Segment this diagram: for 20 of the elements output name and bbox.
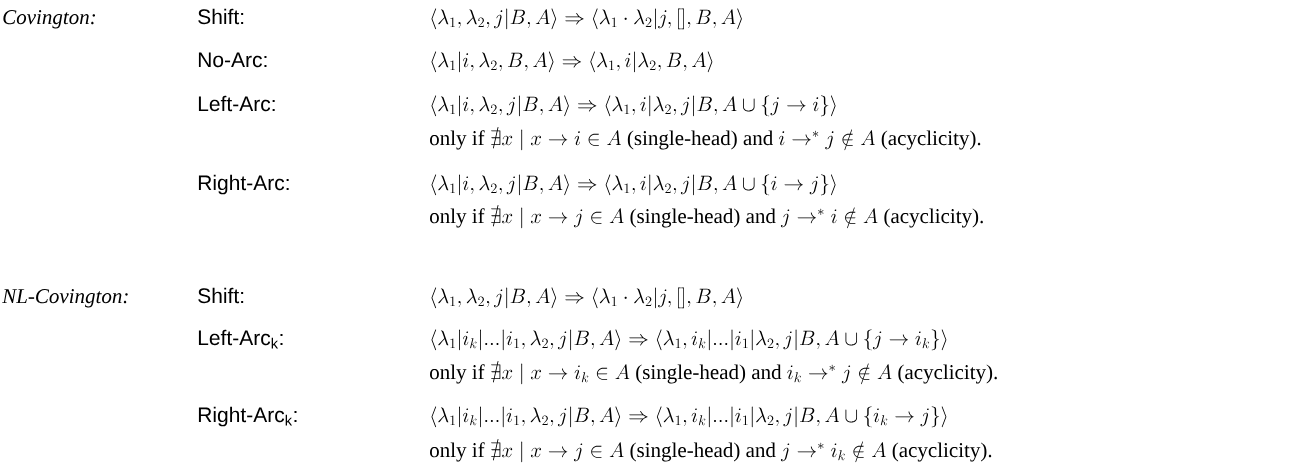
transition-name: Right-Arc$_{k}$:	[198, 406, 297, 427]
transition-formula: $\langle \lambda_1, \lambda_2, j|B, A\rangle \Rightarrow \langle \lambda_1 \cdot \lambda_2|j, [], B, A\rangle$	[431, 287, 742, 309]
transition-formula: $\langle \lambda_1|i_k|...|i_1, \lambda_2, j|B, A\rangle \Rightarrow \langle \lambda_1, i_k|...|i_1|\lambda_2, j|B, A \cup \{i_k \rightarrow j\}\rangle$	[431, 406, 947, 428]
condition-text: $\text{only if } \nexists x \mid x \rightarrow j \in A \text{ (single-head) and } j \rightarrow^* i \notin A \text{ (acyclicity).}$	[430, 204, 983, 229]
transition-formula: $\langle \lambda_1|i_k|...|i_1, \lambda_2, j|B, A\rangle \Rightarrow \langle \lambda_1, i_k|...|i_1|\lambda_2, j|B, A \cup \{j \rightarrow i_k\}\rangle$	[431, 329, 947, 351]
system-label: NL-Covington:	[2, 289, 128, 308]
transition-name: Shift:	[198, 8, 244, 25]
transition-formula: $\langle \lambda_1|i, \lambda_2, j|B, A\rangle \Rightarrow \langle \lambda_1, i|\lambda_2, j|B, A \cup \{j \rightarrow i\}\rangle$	[431, 95, 836, 117]
transition-formula: $\langle \lambda_1, \lambda_2, j|B, A\rangle \Rightarrow \langle \lambda_1 \cdot \lambda_2|j, [], B, A\rangle$	[431, 8, 742, 30]
transition-formula: $\langle \lambda_1|i, \lambda_2, B, A\rangle \Rightarrow \langle \lambda_1, i|\lambda_2, B, A\rangle$	[431, 51, 713, 73]
transition-name: Shift:	[198, 287, 244, 304]
transition-name: No-Arc:	[198, 52, 267, 68]
condition-text: $\text{only if } \nexists x \mid x \rightarrow j \in A \text{ (single-head) and } j \rightarrow^* i_k \notin A \text{ (acyclicity).}$	[430, 438, 992, 463]
transition-formula: $\langle \lambda_1|i, \lambda_2, j|B, A\rangle \Rightarrow \langle \lambda_1, i|\lambda_2, j|B, A \cup \{i \rightarrow j\}\rangle$	[431, 174, 836, 196]
condition-text: $\text{only if } \nexists x \mid x \rightarrow i_k \in A \text{ (single-head) and } i_k \rightarrow^* j \notin A \text{ (acyclicity).}$	[430, 360, 997, 385]
condition-text: $\text{only if } \nexists x \mid x \rightarrow i \in A \text{ (single-head) and } i \rightarrow^* j \notin A \text{ (acyclicity).}$	[430, 126, 981, 151]
system-label: Covington:	[3, 10, 96, 29]
transition-name: Right-Arc:	[198, 174, 289, 195]
transition-name: Left-Arc$_{k}$:	[198, 329, 283, 349]
transition-name: Left-Arc:	[198, 95, 275, 112]
